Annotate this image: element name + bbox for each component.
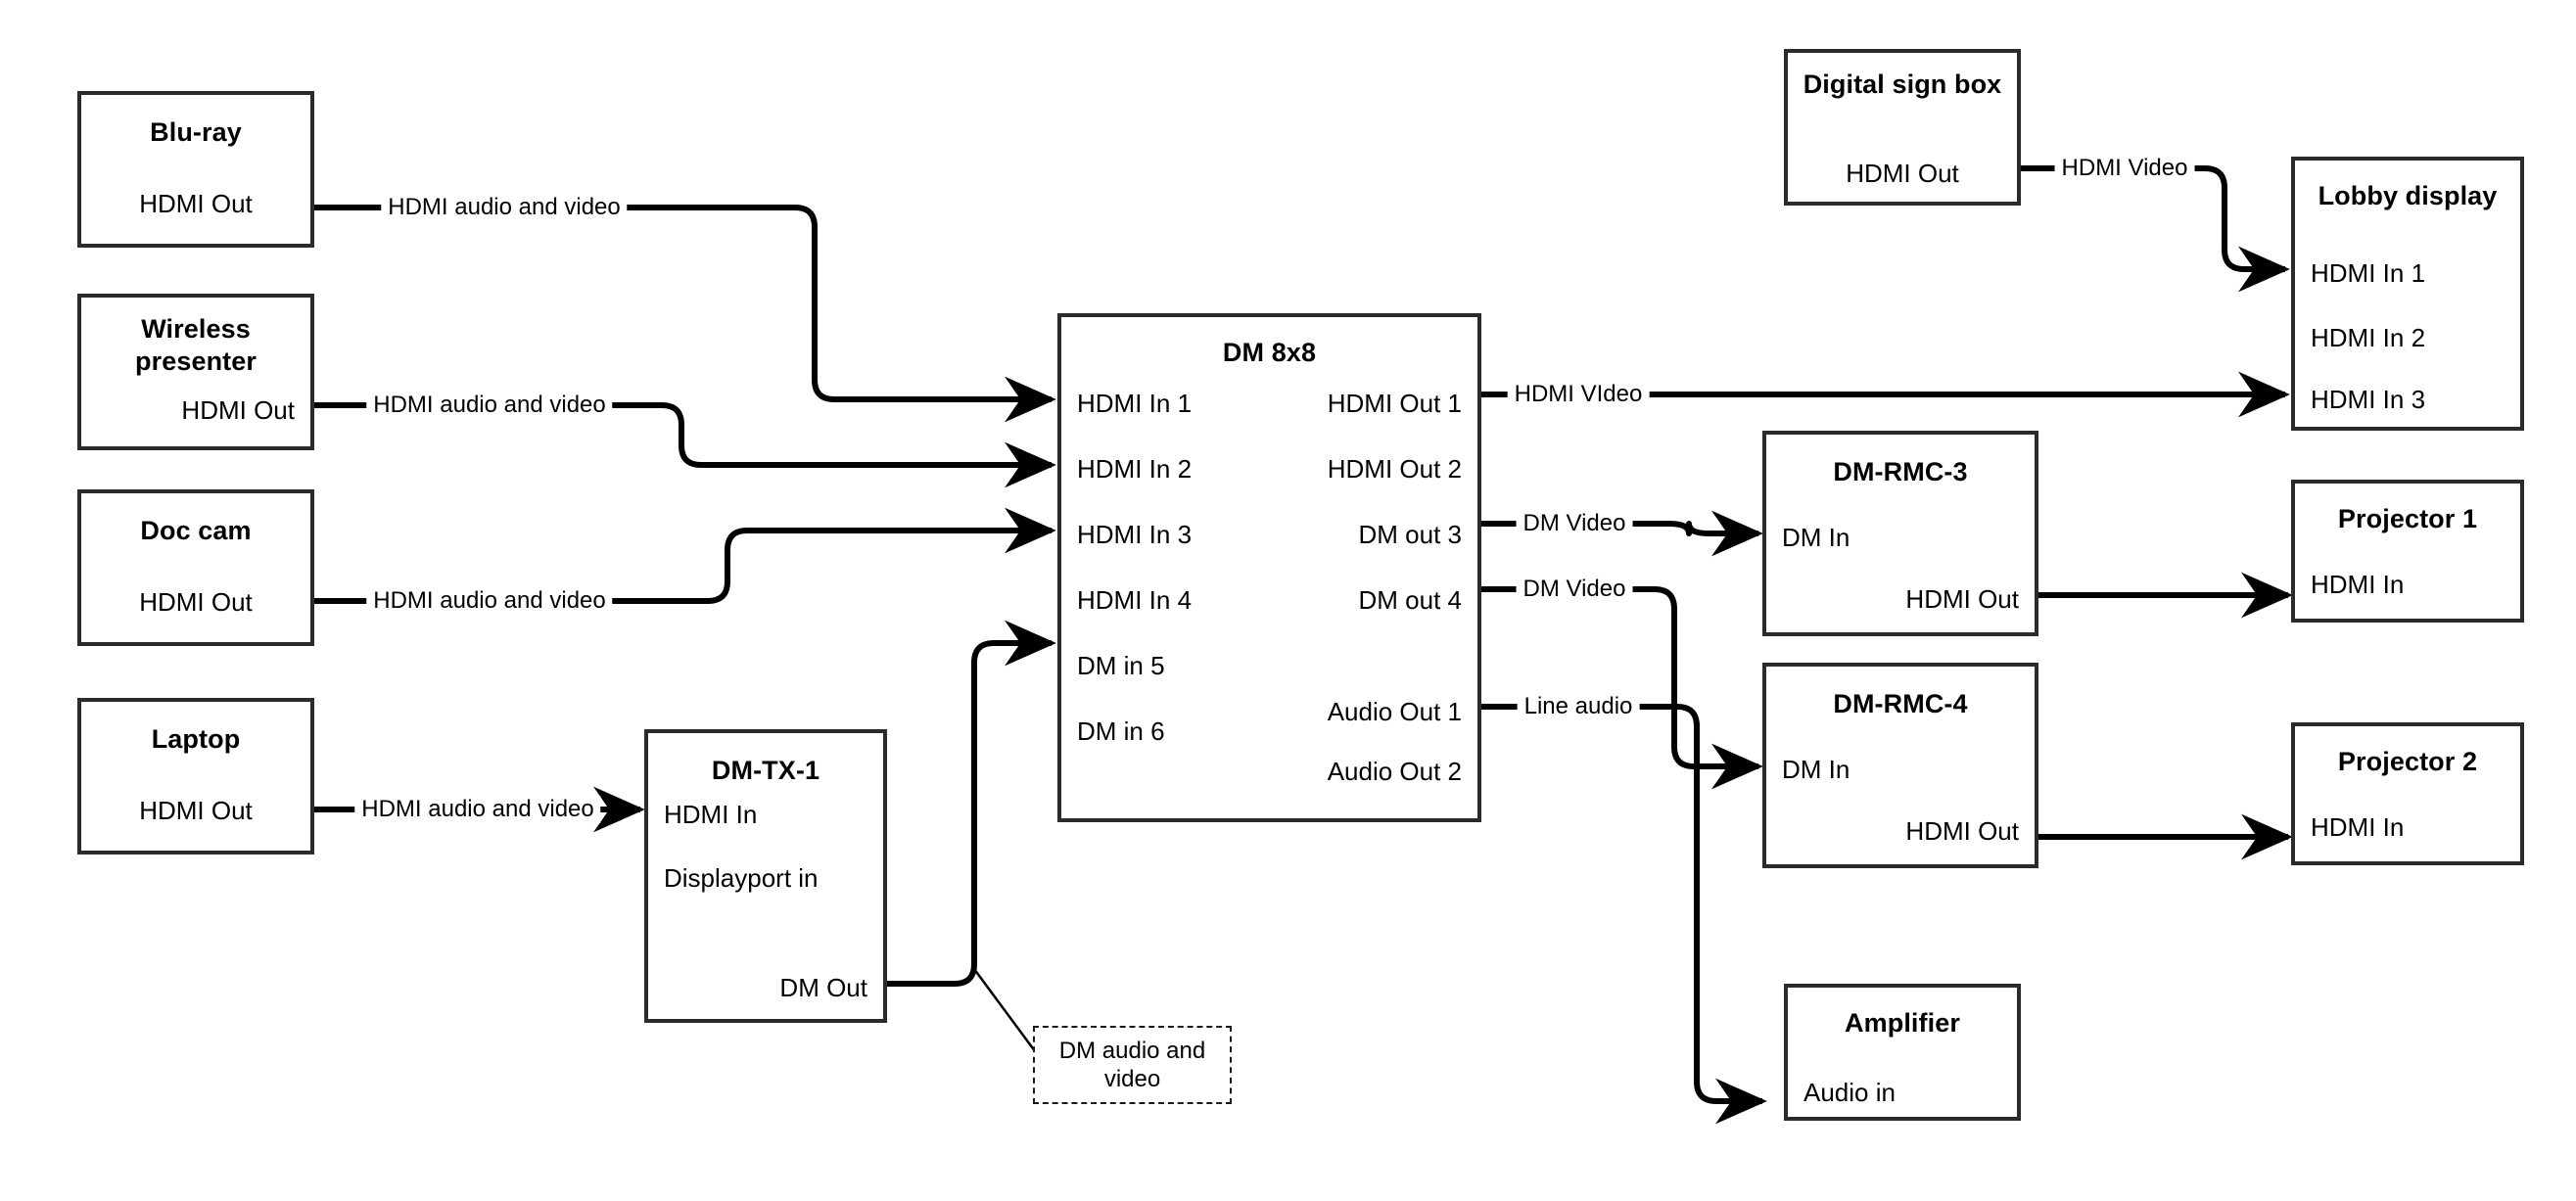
node-doc-cam[interactable]: Doc cam HDMI Out [77,489,314,646]
port-dm-rmc-4-hdmi-out: HDMI Out [1905,816,2019,846]
port-dm-8x8-audio-out-2: Audio Out 2 [1327,757,1462,786]
port-lobby-display-hdmi-in-1: HDMI In 1 [2311,258,2426,288]
node-title-laptop: Laptop [151,724,241,754]
cable-audioout1-to-amplifier [1481,704,1767,1125]
port-lobby-display-hdmi-in-2: HDMI In 2 [2311,323,2426,352]
port-amplifier-audio-in: Audio in [1803,1078,1896,1107]
node-title-amplifier: Amplifier [1845,1008,1960,1038]
port-dm-8x8-hdmi-in-4: HDMI In 4 [1077,585,1193,615]
cable-doccam-to-in3 [314,507,1056,604]
cable-label-bluray-to-in1: HDMI audio and video [381,194,628,221]
node-projector-1[interactable]: Projector 1 HDMI In [2291,480,2524,623]
cable-dmout4-to-rmc4 [1481,586,1763,790]
node-laptop[interactable]: Laptop HDMI Out [77,698,314,855]
node-title-lobby-display: Lobby display [2318,181,2498,210]
port-dm-8x8-hdmi-out-1: HDMI Out 1 [1327,389,1462,418]
port-dm-8x8-hdmi-in-3: HDMI In 3 [1077,520,1193,549]
node-title-dm-rmc-3: DM-RMC-3 [1833,457,1968,486]
node-title-wireless-presenter: Wireless presenter [135,314,257,376]
port-dm-tx-1-hdmi-in: HDMI In [664,800,758,829]
cable-label-doccam-to-in3: HDMI audio and video [366,587,613,615]
port-dm-8x8-audio-out-1: Audio Out 1 [1327,697,1462,726]
port-dm-8x8-hdmi-in-2: HDMI In 2 [1077,454,1193,484]
cable-tx-to-dmin5 [887,620,1056,987]
node-digital-sign-box[interactable]: Digital sign box HDMI Out [1784,49,2021,206]
node-title-dm-rmc-4: DM-RMC-4 [1833,689,1968,718]
cable-label-wireless-to-in2: HDMI audio and video [366,392,613,419]
port-wireless-presenter-hdmi-out: HDMI Out [181,395,295,425]
node-title-dm-tx-1: DM-TX-1 [711,756,820,785]
cable-wireless-to-in2 [314,402,1056,488]
node-lobby-display[interactable]: Lobby display HDMI In 1 HDMI In 2 HDMI I… [2291,157,2524,431]
node-blu-ray[interactable]: Blu-ray HDMI Out [77,91,314,248]
cable-label-dmout4-rmc4: DM Video [1516,576,1633,603]
port-doc-cam-hdmi-out: HDMI Out [139,587,253,617]
cable-label-sign-lobby1: HDMI Video [2054,155,2195,182]
port-dm-rmc-3-hdmi-out: HDMI Out [1905,584,2019,614]
node-dm-rmc-4[interactable]: DM-RMC-4 DM In HDMI Out [1762,663,2038,868]
port-digital-sign-box-hdmi-out: HDMI Out [1846,159,1959,188]
port-dm-rmc-3-dm-in: DM In [1782,523,1850,552]
cable-bluray-to-in1 [314,205,1056,423]
node-wireless-presenter[interactable]: Wireless presenter HDMI Out [77,294,314,450]
callout-leader-line [972,968,1040,1056]
node-title-doc-cam: Doc cam [140,516,252,545]
port-dm-tx-1-dm-out: DM Out [779,973,867,1002]
port-lobby-display-hdmi-in-3: HDMI In 3 [2311,385,2426,414]
cable-dmout3-to-rmc3 [1481,510,1763,557]
cable-label-laptop-to-tx: HDMI audio and video [354,796,601,823]
cable-sign-to-lobby1 [2021,165,2290,293]
port-dm-8x8-hdmi-out-2: HDMI Out 2 [1327,454,1462,484]
port-dm-8x8-dm-in-6: DM in 6 [1077,716,1165,746]
port-dm-8x8-dm-out-3: DM out 3 [1358,520,1463,549]
port-projector-1-hdmi-in: HDMI In [2311,570,2405,599]
node-dm-tx-1[interactable]: DM-TX-1 HDMI In Displayport in DM Out [644,729,887,1023]
node-amplifier[interactable]: Amplifier Audio in [1784,984,2021,1121]
node-title-digital-sign-box: Digital sign box [1803,69,2002,99]
node-dm-8x8[interactable]: DM 8x8 HDMI In 1 HDMI In 2 HDMI In 3 HDM… [1057,313,1481,822]
port-dm-8x8-hdmi-in-1: HDMI In 1 [1077,389,1193,418]
node-title-blu-ray: Blu-ray [150,117,242,147]
cable-label-dmout3-rmc3: DM Video [1516,510,1633,537]
node-title-projector-1: Projector 1 [2337,504,2478,533]
port-dm-8x8-dm-out-4: DM out 4 [1358,585,1463,615]
port-dm-rmc-4-dm-in: DM In [1782,755,1850,784]
cable-label-audio1-amp: Line audio [1517,693,1640,720]
port-blu-ray-hdmi-out: HDMI Out [139,189,253,218]
cable-label-hdmiout1-lobby3: HDMI VIdeo [1507,381,1650,408]
port-projector-2-hdmi-in: HDMI In [2311,812,2405,842]
port-dm-tx-1-displayport-in: Displayport in [664,863,819,893]
callout-dm-audio-and-video: DM audio and video [1033,1026,1232,1104]
node-projector-2[interactable]: Projector 2 HDMI In [2291,722,2524,865]
port-dm-8x8-dm-in-5: DM in 5 [1077,651,1165,680]
node-title-projector-2: Projector 2 [2337,747,2478,776]
port-laptop-hdmi-out: HDMI Out [139,796,253,825]
node-title-dm-8x8: DM 8x8 [1222,338,1317,367]
node-dm-rmc-3[interactable]: DM-RMC-3 DM In HDMI Out [1762,431,2038,636]
